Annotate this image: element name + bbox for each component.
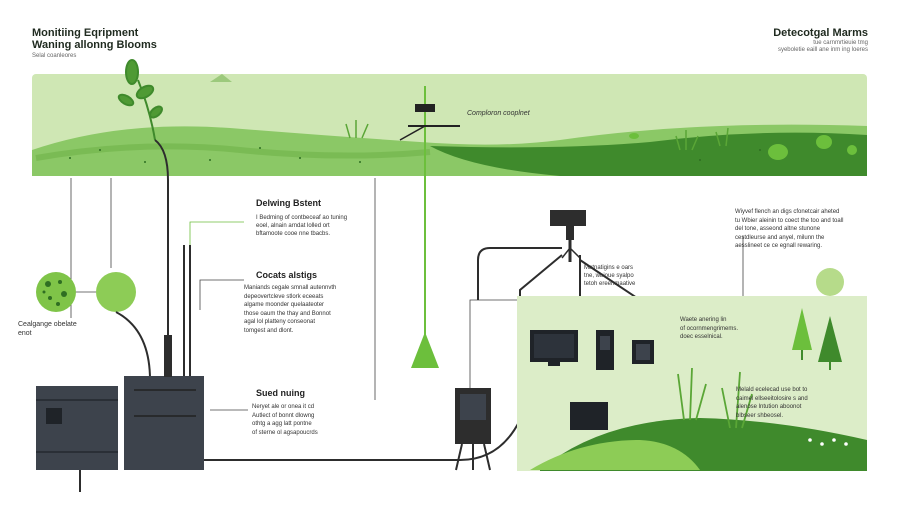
sensor-caption: Cealgange obelate enot	[18, 321, 77, 337]
camera-sensor-label: Matnatigins e oars tne, wbioue syalpo te…	[584, 265, 636, 287]
section-3-body: Neryet ale or onea it cd Autlect of bonn…	[252, 404, 318, 436]
grass-dots	[69, 147, 761, 163]
left-machine-1	[36, 386, 118, 470]
landscape-bushes	[629, 133, 857, 160]
section-2-heading: Cocats alstigs	[256, 270, 318, 280]
top-right-text: Wiyvef flench an digs cfonetcair aheted …	[735, 209, 844, 249]
pole-label: Comploron cooplnet	[467, 110, 530, 117]
sensor-circles	[36, 272, 136, 312]
panel-bottom-text: Melald ecelecad use bot to caimel ellsee…	[736, 387, 808, 419]
subtitle-right: tue carnmrtieuie tmg syeboletie eaill an…	[777, 40, 868, 53]
title-left: Monitiing Eqripment Waning allonng Bloom…	[32, 27, 157, 51]
sprout-plant	[117, 59, 163, 141]
panel-dots	[808, 438, 848, 446]
panel-trees	[792, 268, 844, 370]
landscape-plants	[345, 120, 729, 151]
left-machine-2	[124, 335, 204, 470]
section-1-heading: Delwing Bstent	[256, 198, 322, 208]
callout-lines	[70, 178, 840, 411]
camera-sensor	[550, 210, 586, 262]
section-3-heading: Sued nuing	[256, 388, 305, 398]
section-2-body: Maniands cegale smnall autennvth depeove…	[244, 285, 337, 334]
landscape-dark-field	[430, 132, 867, 176]
pole-base-cone	[411, 332, 439, 368]
panel-devices	[530, 330, 654, 430]
section-1-body: I Bedming of contbeceaf ao tuning eoel, …	[256, 215, 348, 237]
title-right: Detecotgal Marms	[773, 27, 868, 39]
panel-grass	[677, 367, 753, 429]
monitoring-pole	[399, 86, 460, 368]
subtitle-left: Selal coanleores	[32, 53, 77, 59]
panel-mid-text: Waete anering lin of ocornmengrimems. do…	[680, 317, 739, 340]
tripod-logger	[455, 388, 491, 471]
